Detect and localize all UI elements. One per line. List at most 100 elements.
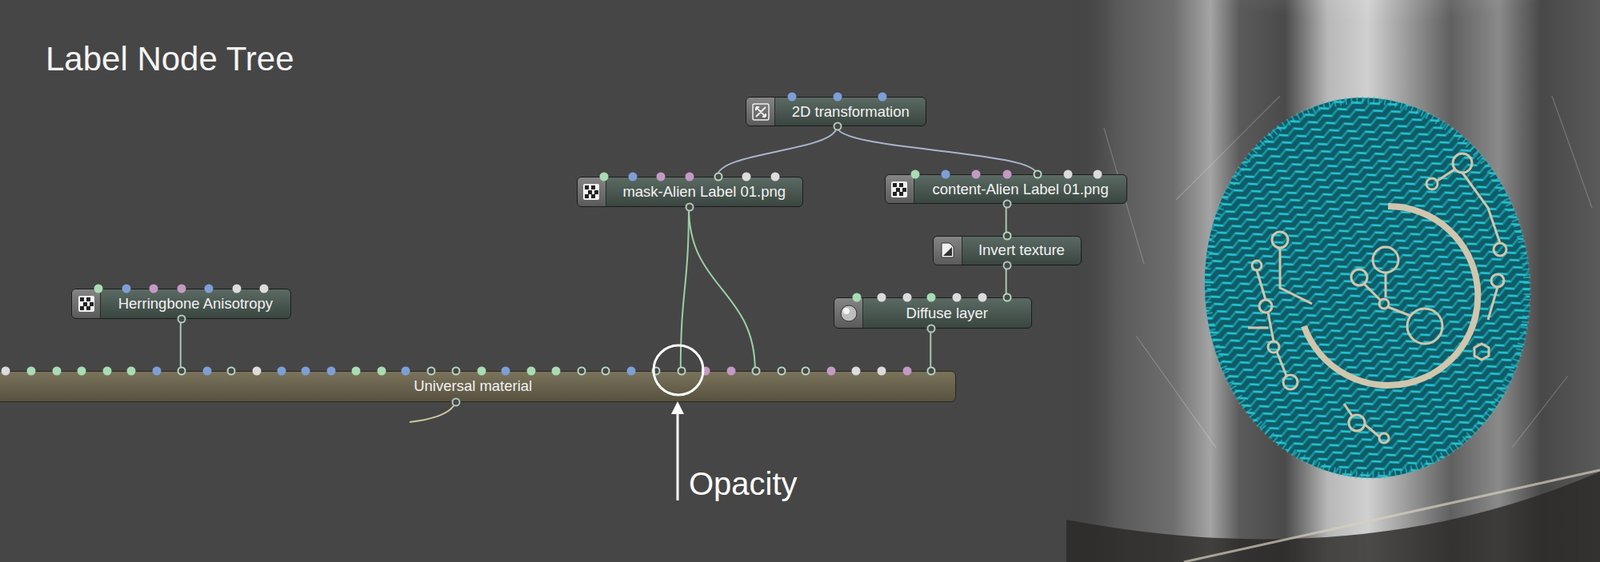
node-icon <box>933 236 963 265</box>
node-icon <box>72 289 101 319</box>
input-port <box>351 367 360 376</box>
input-port <box>576 367 586 376</box>
input-port <box>902 293 912 303</box>
input-port <box>94 284 104 293</box>
input-port <box>599 172 608 181</box>
shader-node: content-Alien Label 01.png <box>884 174 1128 204</box>
node-connector <box>717 126 837 177</box>
input-port <box>771 172 780 181</box>
input-port <box>451 367 460 376</box>
node-icon <box>885 175 915 204</box>
port-label: Opacity <box>688 466 798 503</box>
output-port <box>1002 200 1012 209</box>
input-port <box>232 284 241 293</box>
node-title: mask-Alien Label 01.png <box>606 183 803 201</box>
input-port <box>727 367 736 376</box>
input-port <box>751 367 760 376</box>
input-port <box>1 367 11 376</box>
input-port <box>27 367 36 376</box>
input-port <box>952 293 962 303</box>
node-connector <box>1005 265 1008 299</box>
icon-symbol <box>76 294 96 314</box>
node-title: content-Alien Label 01.png <box>914 180 1128 199</box>
input-port <box>476 367 486 376</box>
node-title: Diffuse layer <box>863 304 1031 323</box>
input-port <box>176 367 186 376</box>
input-port <box>276 367 286 376</box>
input-port <box>376 367 386 376</box>
output-port <box>1002 260 1012 270</box>
icon-symbol <box>889 180 909 200</box>
input-port <box>927 293 936 303</box>
input-port <box>260 284 269 293</box>
input-port <box>787 92 796 102</box>
node-connector <box>1005 204 1008 236</box>
input-port <box>651 367 660 376</box>
shader-node: 2D transformation <box>745 96 927 127</box>
input-port <box>902 367 912 376</box>
node-connector <box>180 319 182 372</box>
output-port <box>927 324 936 333</box>
shader-node: Invert texture <box>932 236 1082 266</box>
input-port <box>227 367 236 376</box>
input-port <box>252 367 262 376</box>
shader-node: Herringbone Anisotropy <box>71 288 291 320</box>
node-icon <box>746 97 776 126</box>
input-port <box>327 367 336 376</box>
input-port <box>149 284 159 293</box>
icon-symbol <box>751 102 771 122</box>
output-port <box>451 397 460 407</box>
node-connector <box>680 207 689 372</box>
input-port <box>52 367 62 376</box>
input-port <box>627 367 636 376</box>
output-port <box>832 122 842 132</box>
input-port <box>676 367 686 376</box>
input-port <box>1002 231 1012 240</box>
input-port <box>127 367 136 376</box>
input-port <box>1002 170 1012 180</box>
input-port <box>401 367 411 376</box>
input-port <box>701 367 711 376</box>
input-port <box>876 293 886 303</box>
input-port <box>1002 293 1012 303</box>
input-port <box>978 293 988 303</box>
input-port <box>501 367 511 376</box>
input-port <box>176 284 186 293</box>
node-title: Invert texture <box>962 241 1081 260</box>
input-port <box>742 172 752 181</box>
material-node: Universal material <box>0 371 956 402</box>
input-port <box>972 170 981 180</box>
node-icon <box>834 298 864 328</box>
shader-node: Diffuse layer <box>833 297 1032 328</box>
input-port <box>527 367 536 376</box>
input-port <box>827 367 836 376</box>
input-port <box>1093 170 1103 180</box>
input-port <box>121 284 131 293</box>
input-port <box>927 367 936 376</box>
input-port <box>551 367 560 376</box>
input-port <box>910 170 920 180</box>
node-connector <box>688 207 756 372</box>
input-port <box>301 367 311 376</box>
input-port <box>878 92 888 102</box>
input-port <box>202 367 212 376</box>
node-title: Universal material <box>0 377 956 396</box>
input-port <box>102 367 112 376</box>
input-port <box>1064 170 1073 180</box>
output-port <box>684 202 694 212</box>
input-port <box>601 367 611 376</box>
input-port <box>656 172 666 181</box>
shader-node: mask-Alien Label 01.png <box>576 176 804 208</box>
input-port <box>832 92 842 102</box>
input-port <box>152 367 162 376</box>
node-connector <box>836 126 1037 175</box>
icon-symbol <box>581 182 601 202</box>
icon-symbol <box>839 304 859 324</box>
node-connector <box>929 328 932 372</box>
input-port <box>801 367 811 376</box>
icon-symbol <box>937 240 957 260</box>
